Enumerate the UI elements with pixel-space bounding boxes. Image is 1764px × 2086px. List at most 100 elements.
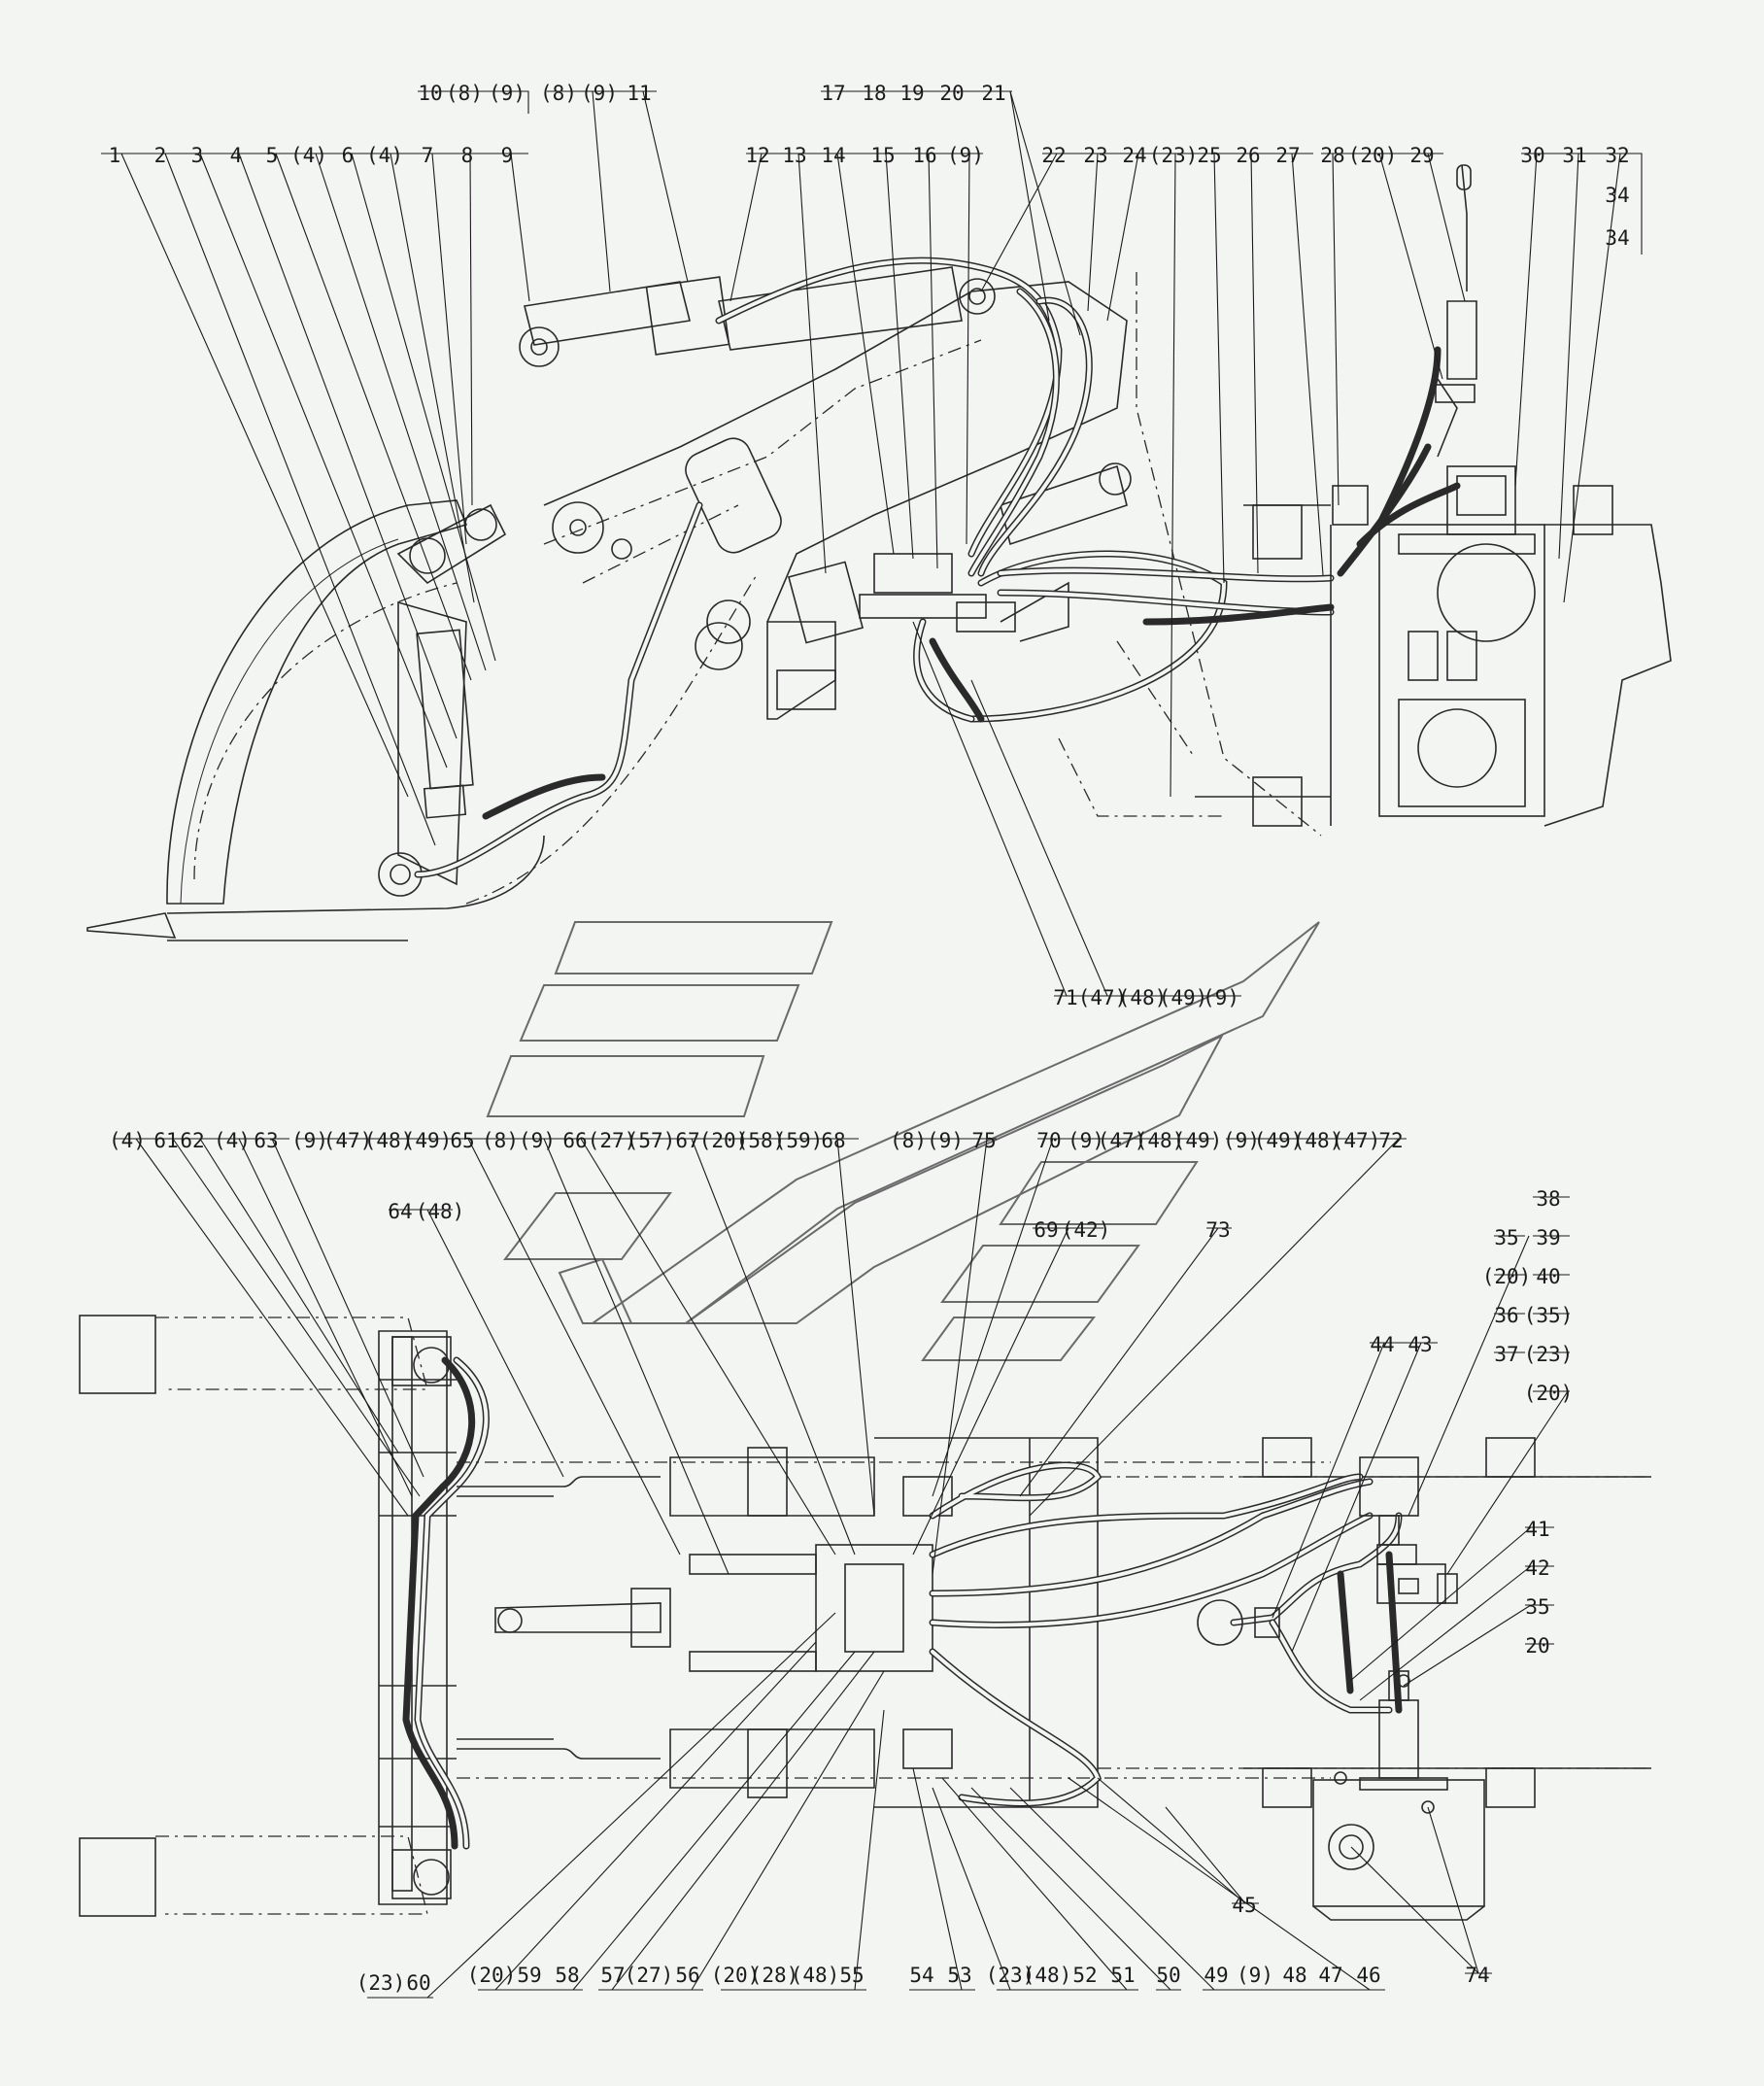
callout-c8: (4) — [366, 144, 403, 167]
callout-p42: (35) — [1524, 1304, 1574, 1327]
callout-c29: 22 — [1041, 144, 1066, 167]
callout-c22: 16 — [912, 144, 936, 167]
callout-c32: (23) — [1149, 144, 1199, 167]
callout-p24: 70 — [1036, 1129, 1061, 1152]
callout-p26: (47) — [1098, 1129, 1147, 1152]
callout-p48: 37 — [1494, 1343, 1518, 1366]
callout-c33: 25 — [1197, 144, 1221, 167]
callout-p65: (20) — [711, 1964, 761, 1987]
callout-p11: (8) — [482, 1129, 519, 1152]
callout-p2: 61 — [153, 1129, 178, 1152]
callout-p14: (27) — [588, 1129, 637, 1152]
callout-c31: 24 — [1122, 144, 1146, 167]
callout-p19: (59) — [774, 1129, 824, 1152]
callout-p53: 35 — [1525, 1595, 1549, 1619]
callout-p66: (28) — [750, 1964, 799, 1987]
callout-p33: 72 — [1378, 1129, 1403, 1152]
callout-p39: 38 — [1536, 1187, 1560, 1211]
callout-p44: (20) — [1524, 1382, 1574, 1405]
callout-c18: 12 — [745, 144, 769, 167]
callout-p61: 58 — [555, 1964, 579, 1987]
callout-p59: (20) — [467, 1964, 517, 1987]
callout-p3: 62 — [180, 1129, 204, 1152]
callout-p13: 66 — [562, 1129, 587, 1152]
callout-p34: 64 — [388, 1200, 412, 1223]
callout-c19: 13 — [782, 144, 806, 167]
callout-c9: 7 — [422, 144, 434, 167]
callout-p45: 35 — [1494, 1226, 1518, 1249]
callout-c48: (9) — [1203, 986, 1239, 1009]
callout-c42: 34 — [1605, 184, 1629, 207]
plan-view-drawing — [79, 1315, 1651, 1921]
callout-p47: 36 — [1494, 1304, 1518, 1327]
callout-p58: 60 — [406, 1971, 430, 1995]
callout-p31: (48) — [1293, 1129, 1342, 1152]
callout-p69: 54 — [909, 1964, 933, 1987]
callout-p77: (9) — [1237, 1964, 1273, 1987]
callout-p37: (42) — [1062, 1218, 1111, 1242]
callout-c30: 23 — [1083, 144, 1107, 167]
callout-c35: 27 — [1275, 144, 1300, 167]
callout-p10: 65 — [450, 1129, 474, 1152]
callout-c37: (20) — [1348, 144, 1398, 167]
callout-p79: 47 — [1318, 1964, 1342, 1987]
callout-p80: 46 — [1356, 1964, 1380, 1987]
callout-p49: 44 — [1370, 1333, 1394, 1356]
callout-p70: 53 — [947, 1964, 971, 1987]
callout-c20: 14 — [821, 144, 845, 167]
callout-p71: (23) — [986, 1964, 1035, 1987]
callout-c5: 5 — [266, 144, 279, 167]
callout-p51: 41 — [1525, 1518, 1549, 1541]
callout-c38: 29 — [1409, 144, 1434, 167]
callout-c12: 10 — [418, 82, 442, 105]
callout-c24: 17 — [821, 82, 845, 105]
callout-p72: (48) — [1023, 1964, 1072, 1987]
callout-p52: 42 — [1525, 1556, 1549, 1580]
callout-c26: 19 — [899, 82, 924, 105]
callout-c28: 21 — [981, 82, 1005, 105]
callout-c16: (9) — [581, 82, 618, 105]
callout-p22: (9) — [927, 1129, 964, 1152]
watermark-logo — [486, 921, 1320, 1361]
callout-c2: 2 — [154, 144, 167, 167]
callout-p73: 52 — [1072, 1964, 1097, 1987]
callout-p54: 20 — [1525, 1634, 1549, 1658]
callout-c27: 20 — [939, 82, 964, 105]
callout-p75: 50 — [1156, 1964, 1180, 1987]
callout-p57: (23) — [356, 1971, 406, 1995]
callout-c46: (48) — [1118, 986, 1168, 1009]
callout-p56: 74 — [1465, 1964, 1489, 1987]
callout-p18: (58) — [736, 1129, 786, 1152]
callout-c40: 31 — [1562, 144, 1586, 167]
callout-p36: 69 — [1034, 1218, 1058, 1242]
callout-p67: (48) — [791, 1964, 840, 1987]
callout-p63: (27) — [625, 1964, 674, 1987]
callout-p23: 75 — [971, 1129, 996, 1152]
callout-p74: 51 — [1110, 1964, 1135, 1987]
callout-c17: 11 — [627, 82, 651, 105]
callout-p21: (8) — [890, 1129, 927, 1152]
callout-p1: (4) — [109, 1129, 146, 1152]
callout-c34: 26 — [1236, 144, 1260, 167]
callout-c10: 8 — [461, 144, 474, 167]
callout-p8: (48) — [364, 1129, 414, 1152]
callout-p6: (9) — [291, 1129, 328, 1152]
callout-c44: 71 — [1053, 986, 1077, 1009]
callout-c36: 28 — [1320, 144, 1344, 167]
callout-p20: 68 — [821, 1129, 845, 1152]
callout-p43: (23) — [1524, 1343, 1574, 1366]
callout-p64: 56 — [675, 1964, 699, 1987]
callout-c45: (47) — [1078, 986, 1128, 1009]
callout-c3: 3 — [191, 144, 204, 167]
callout-p16: 67 — [675, 1129, 699, 1152]
callout-p68: 55 — [839, 1964, 864, 1987]
callout-p25: (9) — [1068, 1129, 1104, 1152]
callout-p30: (49) — [1254, 1129, 1304, 1152]
callout-c39: 30 — [1520, 144, 1544, 167]
callout-c7: 6 — [342, 144, 355, 167]
callout-p76: 49 — [1204, 1964, 1228, 1987]
callout-c13: (8) — [446, 82, 483, 105]
